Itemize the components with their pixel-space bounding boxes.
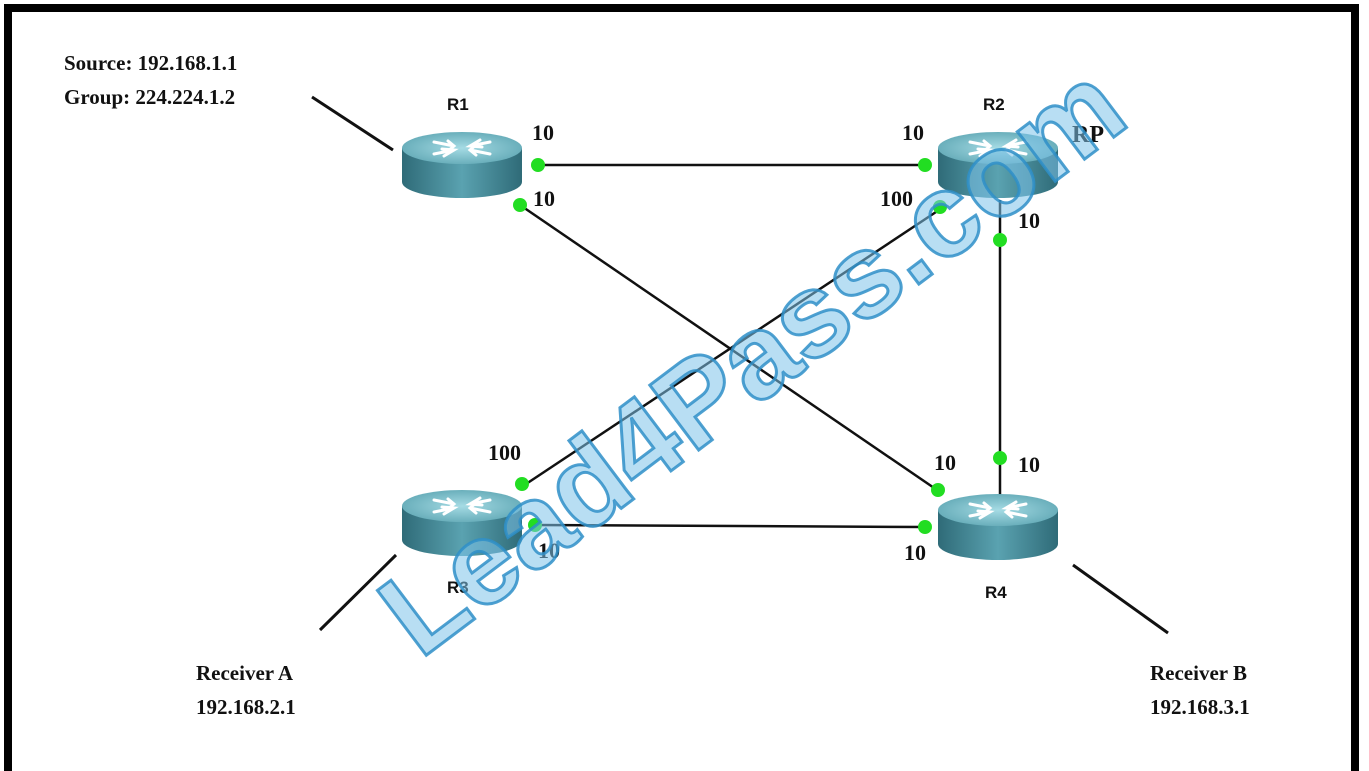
cost-r4-r1: 10 — [934, 450, 956, 475]
cost-r1-r2: 10 — [532, 120, 554, 145]
port-r2-r1 — [918, 158, 932, 172]
router-r1 — [400, 130, 524, 200]
cost-r4-r3: 10 — [904, 540, 926, 565]
cost-r3-r4: 10 — [538, 538, 560, 563]
router-r4 — [936, 492, 1060, 562]
diagram-frame — [4, 4, 1359, 771]
ports — [513, 158, 1007, 534]
port-r4-r2 — [993, 451, 1007, 465]
port-r1-r2 — [531, 158, 545, 172]
port-r4-r3 — [918, 520, 932, 534]
source-callout-line — [311, 95, 394, 152]
cost-r4-r2: 10 — [1018, 452, 1040, 477]
receiver-a-callout-line — [318, 553, 398, 632]
cost-r2-r1: 10 — [902, 120, 924, 145]
link-r2-r3 — [519, 206, 943, 490]
cost-r2-r4: 10 — [1018, 208, 1040, 233]
source-label: Source: 192.168.1.1 — [64, 51, 237, 75]
port-r4-r1 — [931, 483, 945, 497]
rp-label: RP — [1072, 122, 1104, 148]
link-r3-r4 — [534, 523, 926, 529]
port-r1-r4 — [513, 198, 527, 212]
port-r2-r3 — [933, 200, 947, 214]
cost-r1-r4: 10 — [533, 186, 555, 211]
receiver-b-ip: 192.168.3.1 — [1150, 695, 1250, 719]
receiver-b-callout-line — [1072, 563, 1169, 635]
receiver-a-name: Receiver A — [196, 661, 294, 685]
links — [519, 163, 1002, 529]
router-r4-label: R4 — [985, 583, 1007, 602]
receiver-a-ip: 192.168.2.1 — [196, 695, 296, 719]
router-r3-label: R3 — [447, 578, 469, 597]
group-label: Group: 224.224.1.2 — [64, 85, 235, 109]
callout-lines — [311, 95, 1169, 635]
router-r1-label: R1 — [447, 95, 469, 114]
port-r3-r2 — [515, 477, 529, 491]
cost-r3-r2: 100 — [488, 440, 521, 465]
cost-r2-r3: 100 — [880, 186, 913, 211]
port-r2-r4 — [993, 233, 1007, 247]
port-r3-r4 — [528, 518, 542, 532]
router-r2-label: R2 — [983, 95, 1005, 114]
receiver-b-name: Receiver B — [1150, 661, 1247, 685]
